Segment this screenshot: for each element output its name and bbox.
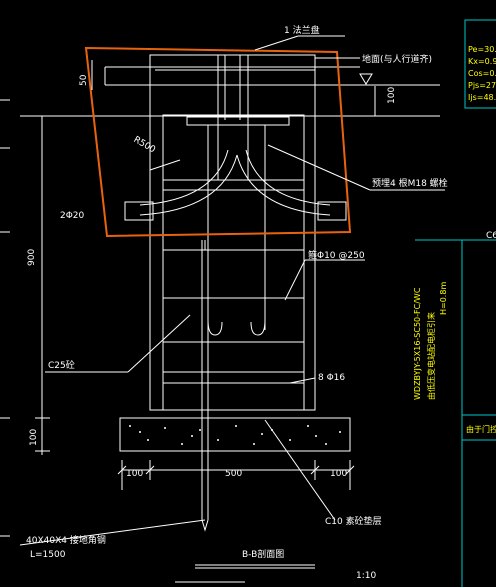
table-bottom-note: 由于门控	[466, 424, 496, 434]
ground-label: 地面(与人行道齐)	[362, 53, 432, 65]
table-row-1: Kx=0.9	[468, 57, 496, 66]
dim-100-top-label: 100	[387, 87, 397, 104]
dim-500-label: 500	[225, 469, 242, 479]
height-note-label: H=0.8m	[439, 282, 448, 315]
table-row-4: Ijs=48.	[468, 93, 496, 102]
table-right-label: C6	[486, 231, 496, 241]
ground-steel-label: 40X40X4 接地角钢	[26, 534, 106, 546]
highlight-outline	[84, 46, 352, 238]
flange-cover-label: 1 法兰盘	[284, 24, 320, 36]
dim-100-left-label: 100	[126, 469, 143, 479]
stirrup-label: 箍Φ10 @250	[308, 249, 365, 261]
vertical-note-label: 由低压变电站配电柜引来	[426, 312, 436, 400]
vertical-code-label: WDZBYJY-5X16-SC50-FC/WC	[413, 287, 422, 400]
bar-phi16-label: 8 Φ16	[318, 373, 345, 383]
scale-label: 1:10	[356, 571, 376, 581]
bolt-label: 预埋4 根M18 螺栓	[372, 177, 448, 189]
concrete-label: C25砼	[48, 359, 75, 371]
drawing-labels: 1 法兰盘 地面(与人行道齐) 50 100 R500 预埋4 根M18 螺栓 …	[26, 24, 448, 581]
cushion-label: C10 素砼垫层	[325, 515, 382, 527]
table-row-3: Pjs=27	[468, 81, 496, 90]
leader-lines	[19, 35, 445, 546]
ground-line	[20, 66, 440, 117]
grounding-steel	[201, 240, 209, 532]
rebar-2phi20-label: 2Φ20	[60, 211, 85, 221]
ground-length-label: L=1500	[30, 550, 66, 560]
dim-100-right-label: 100	[330, 469, 347, 479]
dim-100-base-label: 100	[29, 429, 39, 446]
side-table-text: Pe=30. Kx=0.9 Cos=0. Pjs=27 Ijs=48. 由于门控…	[413, 45, 496, 434]
dim-50-label: 50	[79, 74, 89, 86]
radius-label: R500	[132, 135, 158, 156]
title-underline	[175, 564, 315, 583]
table-row-0: Pe=30.	[468, 45, 496, 54]
left-edge-ticks	[0, 99, 10, 537]
side-table	[415, 19, 496, 587]
table-row-2: Cos=0.	[468, 69, 496, 78]
dimension-lines	[35, 60, 376, 490]
dim-900-label: 900	[27, 249, 37, 266]
section-title-label: B-B剖面图	[242, 548, 284, 560]
concrete-cushion	[119, 417, 351, 452]
